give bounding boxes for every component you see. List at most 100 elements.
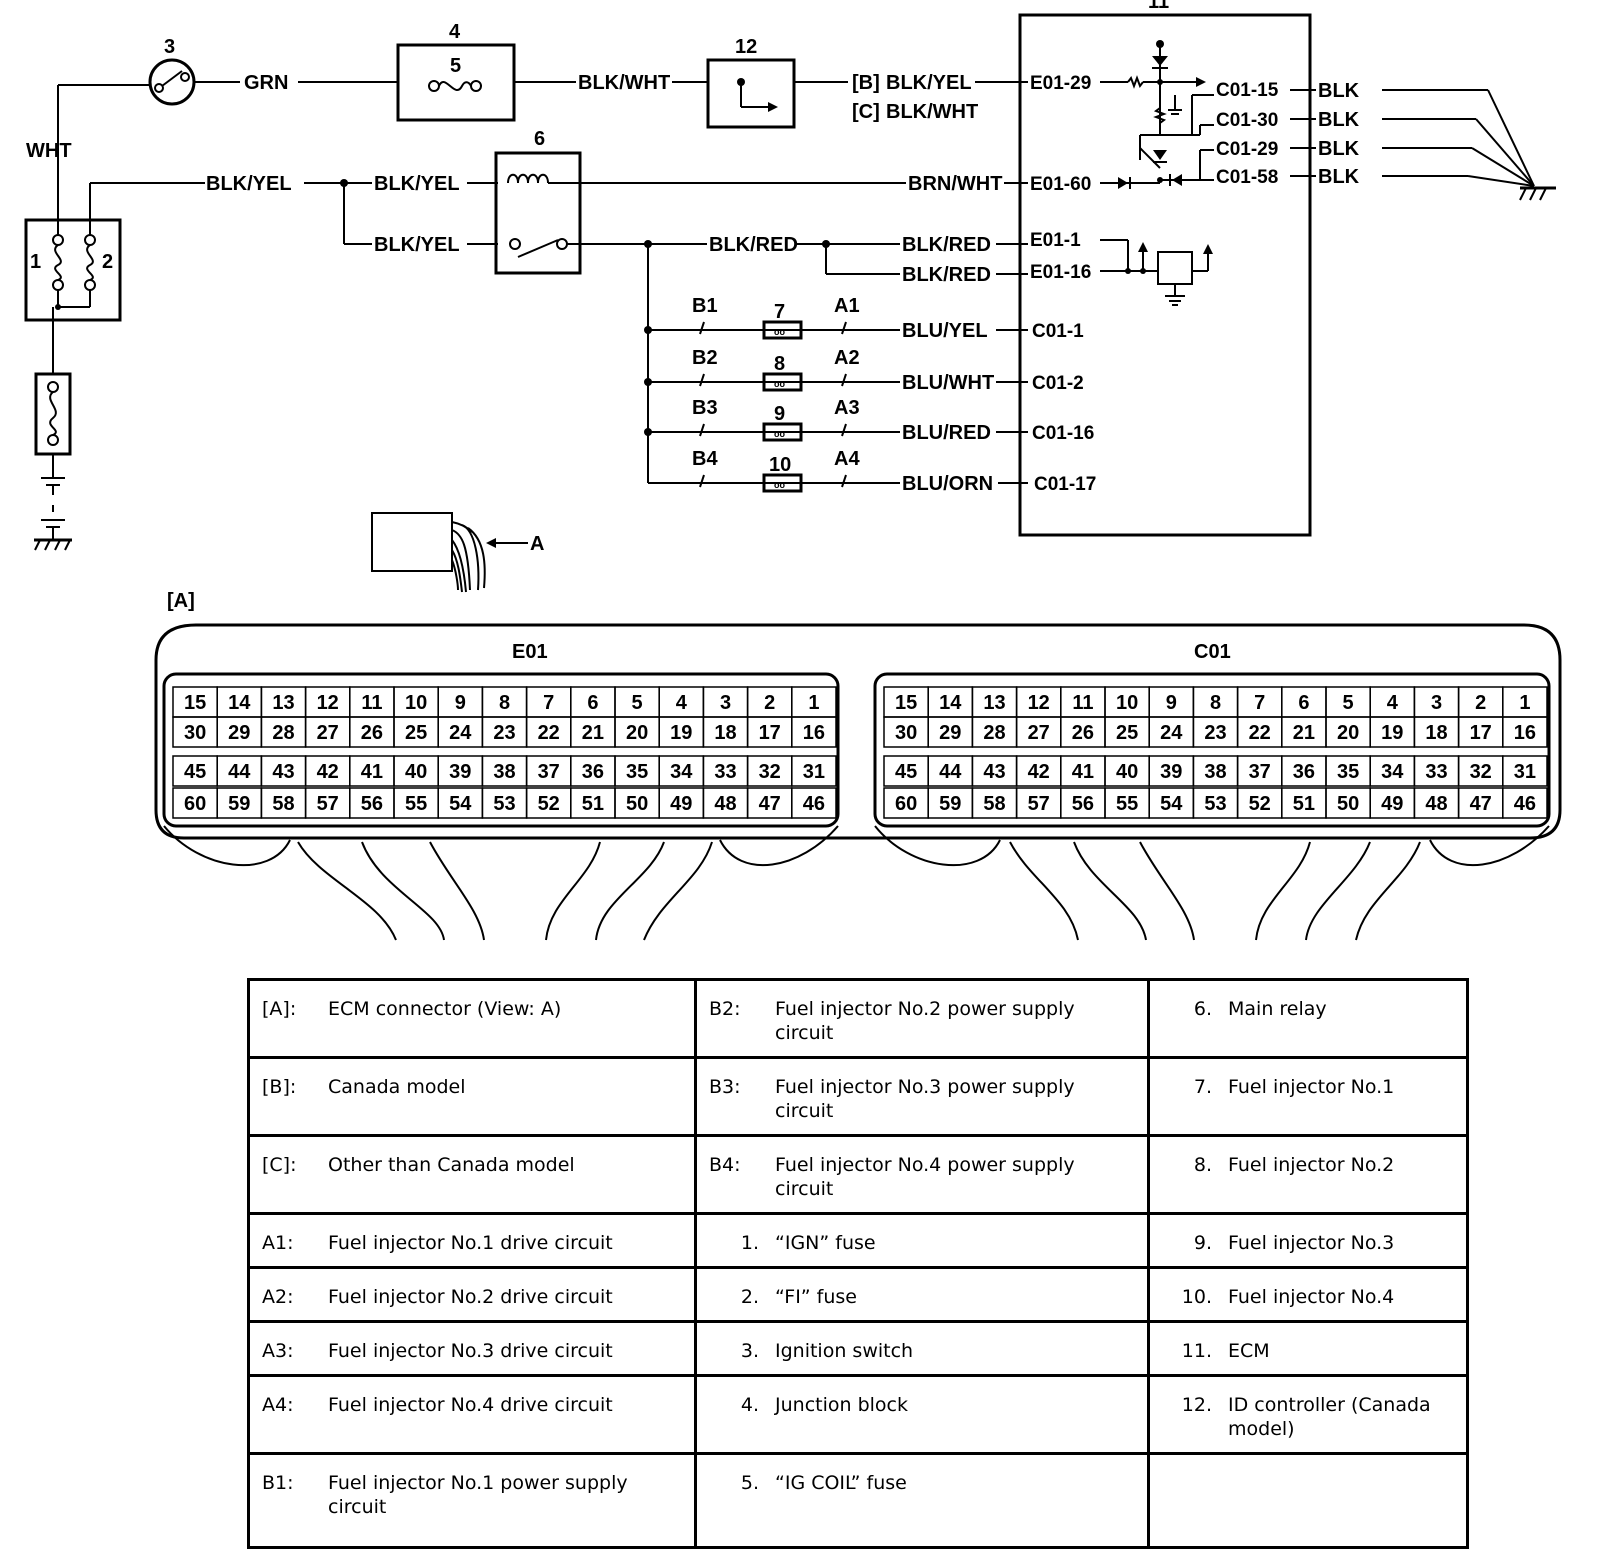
legend-cell: [C]:Other than Canada model <box>247 1134 697 1215</box>
pin-number: 16 <box>803 722 825 744</box>
pin-number: 29 <box>939 722 961 744</box>
pin-e01-16: E01-16 <box>1030 262 1091 283</box>
pin-number: 14 <box>228 692 251 714</box>
pin-number: 37 <box>538 761 560 783</box>
injector-2-number: 8 <box>774 353 785 375</box>
legend-description: Fuel injector No.3 drive circuit <box>328 1340 613 1362</box>
legend-cell: 11.ECM <box>1147 1320 1469 1377</box>
legend-cell: 8. Fuel injector No.2 <box>1147 1134 1469 1215</box>
legend-cell: 9.Fuel injector No.3 <box>1147 1212 1469 1269</box>
wire-label-blk-yel-main: BLK/YEL <box>206 173 292 195</box>
wire-label-canada: BLK/YEL <box>886 72 972 94</box>
pin-number: 36 <box>1293 761 1315 783</box>
pin-number: 36 <box>582 761 604 783</box>
pin-number: 48 <box>714 793 736 815</box>
legend-cell: 3.Ignition switch <box>694 1320 1150 1377</box>
pin-number: 41 <box>1072 761 1094 783</box>
legend-key: A3: <box>262 1340 294 1362</box>
pin-number: 24 <box>449 722 472 744</box>
injector-3-number: 9 <box>774 403 785 425</box>
legend-description: Fuel injector No.4 <box>1228 1286 1395 1308</box>
wire-label-ground-1: BLK <box>1318 80 1360 102</box>
pin-number: 8 <box>1210 692 1221 714</box>
pin-c01-16: C01-16 <box>1032 423 1094 444</box>
wire-label-blk-red-bus: BLK/RED <box>709 234 798 256</box>
pin-number: 42 <box>1028 761 1050 783</box>
pin-number: 30 <box>184 722 206 744</box>
fuse-1-label: 1 <box>30 251 41 273</box>
circuit-a4-label: A4 <box>834 448 860 470</box>
pin-c01-30: C01-30 <box>1216 110 1278 131</box>
legend-key: B4: <box>709 1154 741 1176</box>
pin-number: 11 <box>361 692 382 714</box>
pin-number: 27 <box>1028 722 1050 744</box>
pin-number: 35 <box>626 761 648 783</box>
canada-tag: [B] <box>852 72 880 94</box>
pin-number: 21 <box>1293 722 1315 744</box>
legend-description: ECM <box>1228 1340 1270 1362</box>
legend-description: Canada model <box>328 1076 466 1098</box>
pin-number: 31 <box>803 761 825 783</box>
pin-number: 50 <box>1337 793 1359 815</box>
ecm-number: 11 <box>1148 0 1169 13</box>
pin-number: 56 <box>361 793 383 815</box>
connector-view-tag: [A] <box>167 590 195 612</box>
pin-number: 44 <box>939 761 962 783</box>
pin-number: 23 <box>493 722 515 744</box>
legend-key: 6. <box>1193 998 1212 1020</box>
wire-label-blk-red-16: BLK/RED <box>902 264 991 286</box>
pin-number: 3 <box>720 692 731 714</box>
pin-number: 26 <box>1072 722 1094 744</box>
pin-number: 35 <box>1337 761 1359 783</box>
pin-number: 58 <box>272 793 294 815</box>
ground-wires: BLK BLK BLK BLK <box>1290 80 1556 201</box>
legend-cell: B1:Fuel injector No.1 power supply circu… <box>247 1452 697 1549</box>
id-controller-number: 12 <box>735 36 757 58</box>
legend-description: “FI” fuse <box>775 1286 857 1308</box>
pin-number: 20 <box>1337 722 1359 744</box>
pin-cell <box>1502 755 1548 787</box>
legend-key: 9. <box>1193 1232 1212 1254</box>
pin-number: 31 <box>1514 761 1536 783</box>
legend-key: 10. <box>1181 1286 1212 1308</box>
pin-number: 6 <box>587 692 598 714</box>
injector-1-circuit: oo 7 B1 A1 BLU/YEL <box>644 295 1028 342</box>
pin-number: 55 <box>405 793 427 815</box>
pin-number: 37 <box>1249 761 1271 783</box>
injector-2-circuit: oo 8 B2 A2 BLU/WHT <box>644 347 1028 394</box>
pin-number: 27 <box>317 722 339 744</box>
legend-cell: 5.“IG COIL” fuse <box>694 1452 1150 1549</box>
pin-number: 34 <box>1381 761 1404 783</box>
main-relay-number: 6 <box>534 128 545 150</box>
legend-key: 8. <box>1193 1154 1212 1176</box>
legend-description: “IGN” fuse <box>775 1232 876 1254</box>
pin-c01-17: C01-17 <box>1034 474 1096 495</box>
pin-c01-2: C01-2 <box>1032 373 1084 394</box>
wire-label-ground-3: BLK <box>1318 138 1360 160</box>
legend-row: [C]:Other than Canada model B4: Fuel injec… <box>247 1134 1469 1215</box>
pin-number: 5 <box>632 692 643 714</box>
wire-label-inj4: BLU/ORN <box>902 473 993 495</box>
pin-cell <box>791 787 837 819</box>
legend-description: Fuel injector No.2 <box>1228 1154 1395 1176</box>
legend-table: [A]:ECM connector (View: A)B2:Fuel injec… <box>247 978 1469 1549</box>
pin-number: 2 <box>764 692 775 714</box>
legend-row: A3: Fuel injector No.3 drive circuit 3.Ign… <box>247 1320 1469 1377</box>
pin-number: 45 <box>895 761 917 783</box>
pin-number: 15 <box>895 692 917 714</box>
legend-cell: 2.“FI” fuse <box>694 1266 1150 1323</box>
pin-number: 32 <box>759 761 781 783</box>
legend-cell: A1:Fuel injector No.1 drive circuit <box>247 1212 697 1269</box>
pin-number: 40 <box>1116 761 1138 783</box>
pin-number: 22 <box>538 722 560 744</box>
legend-key: A2: <box>262 1286 294 1308</box>
legend-cell: 1.“IGN” fuse <box>694 1212 1150 1269</box>
pin-number: 28 <box>272 722 294 744</box>
pin-number: 41 <box>361 761 383 783</box>
legend-cell: [B]:Canada model <box>247 1056 697 1137</box>
pin-c01-58: C01-58 <box>1216 167 1278 188</box>
legend-cell: A3: Fuel injector No.3 drive circuit <box>247 1320 697 1377</box>
